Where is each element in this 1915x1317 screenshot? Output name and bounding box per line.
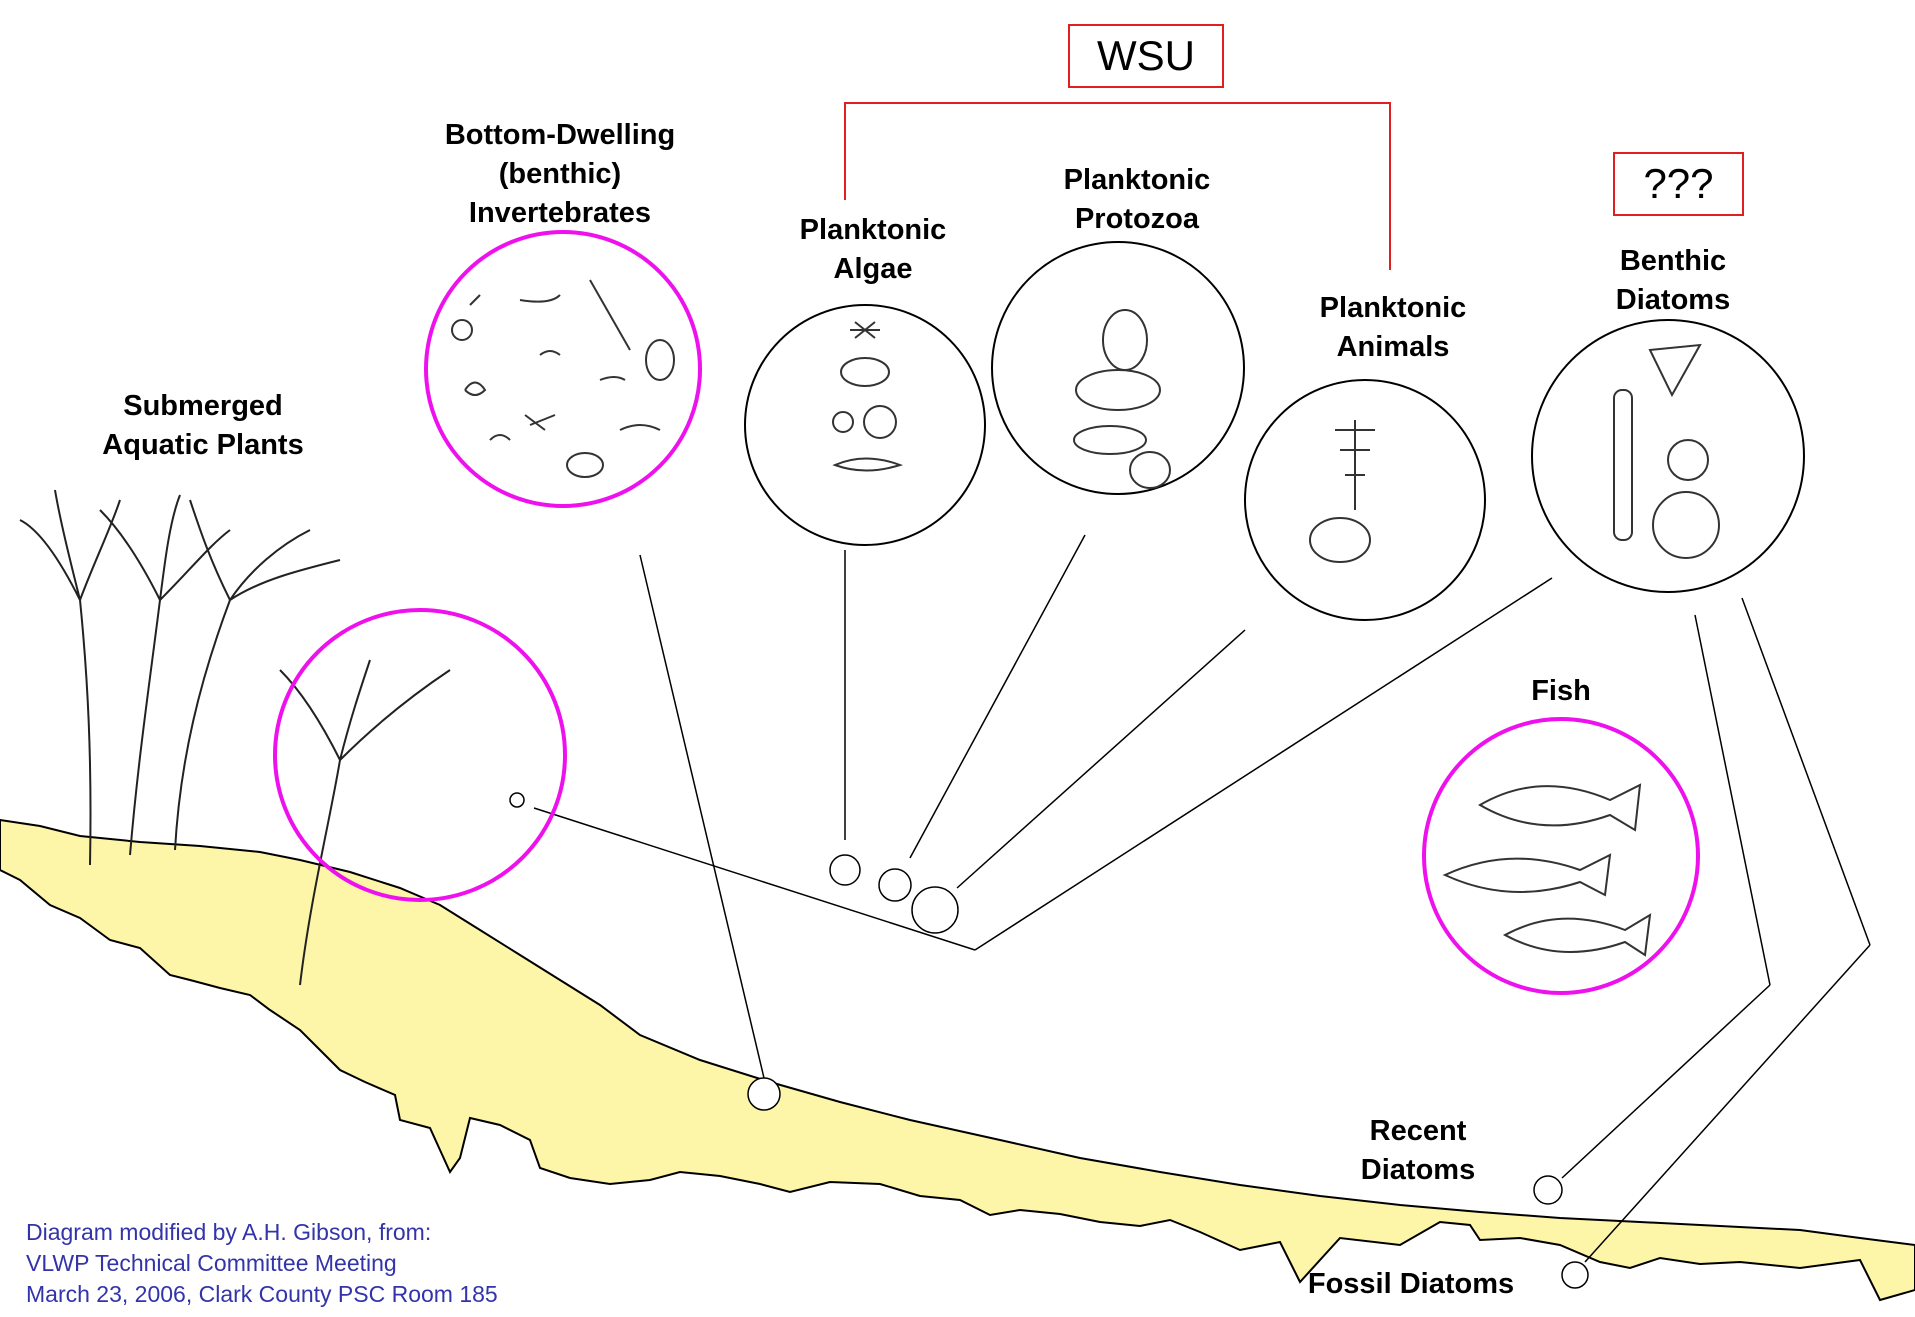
invertebrates-circle [426, 232, 700, 506]
plants-circle [275, 610, 565, 900]
marker-algae [830, 855, 860, 885]
highlight-circles [275, 232, 1698, 993]
marker-fossil-diatoms [1562, 1262, 1588, 1288]
wsu-box: WSU [1068, 24, 1224, 88]
animals-circle [1245, 380, 1485, 620]
marker-animals [912, 887, 958, 933]
label-benthic-invertebrates: Bottom-Dwelling (benthic) Invertebrates [445, 116, 675, 233]
marker-invertebrates [748, 1078, 780, 1110]
credit-text: Diagram modified by A.H. Gibson, from:VL… [26, 1217, 498, 1310]
marker-protozoa [879, 869, 911, 901]
marker-recent-diatoms [1534, 1176, 1562, 1204]
label-fish: Fish [1531, 672, 1591, 711]
question-box: ??? [1613, 152, 1744, 216]
marker-aquatic-plants [510, 793, 524, 807]
label-fossil-diatoms: Fossil Diatoms [1308, 1265, 1514, 1304]
fish-sketches [1445, 785, 1650, 955]
